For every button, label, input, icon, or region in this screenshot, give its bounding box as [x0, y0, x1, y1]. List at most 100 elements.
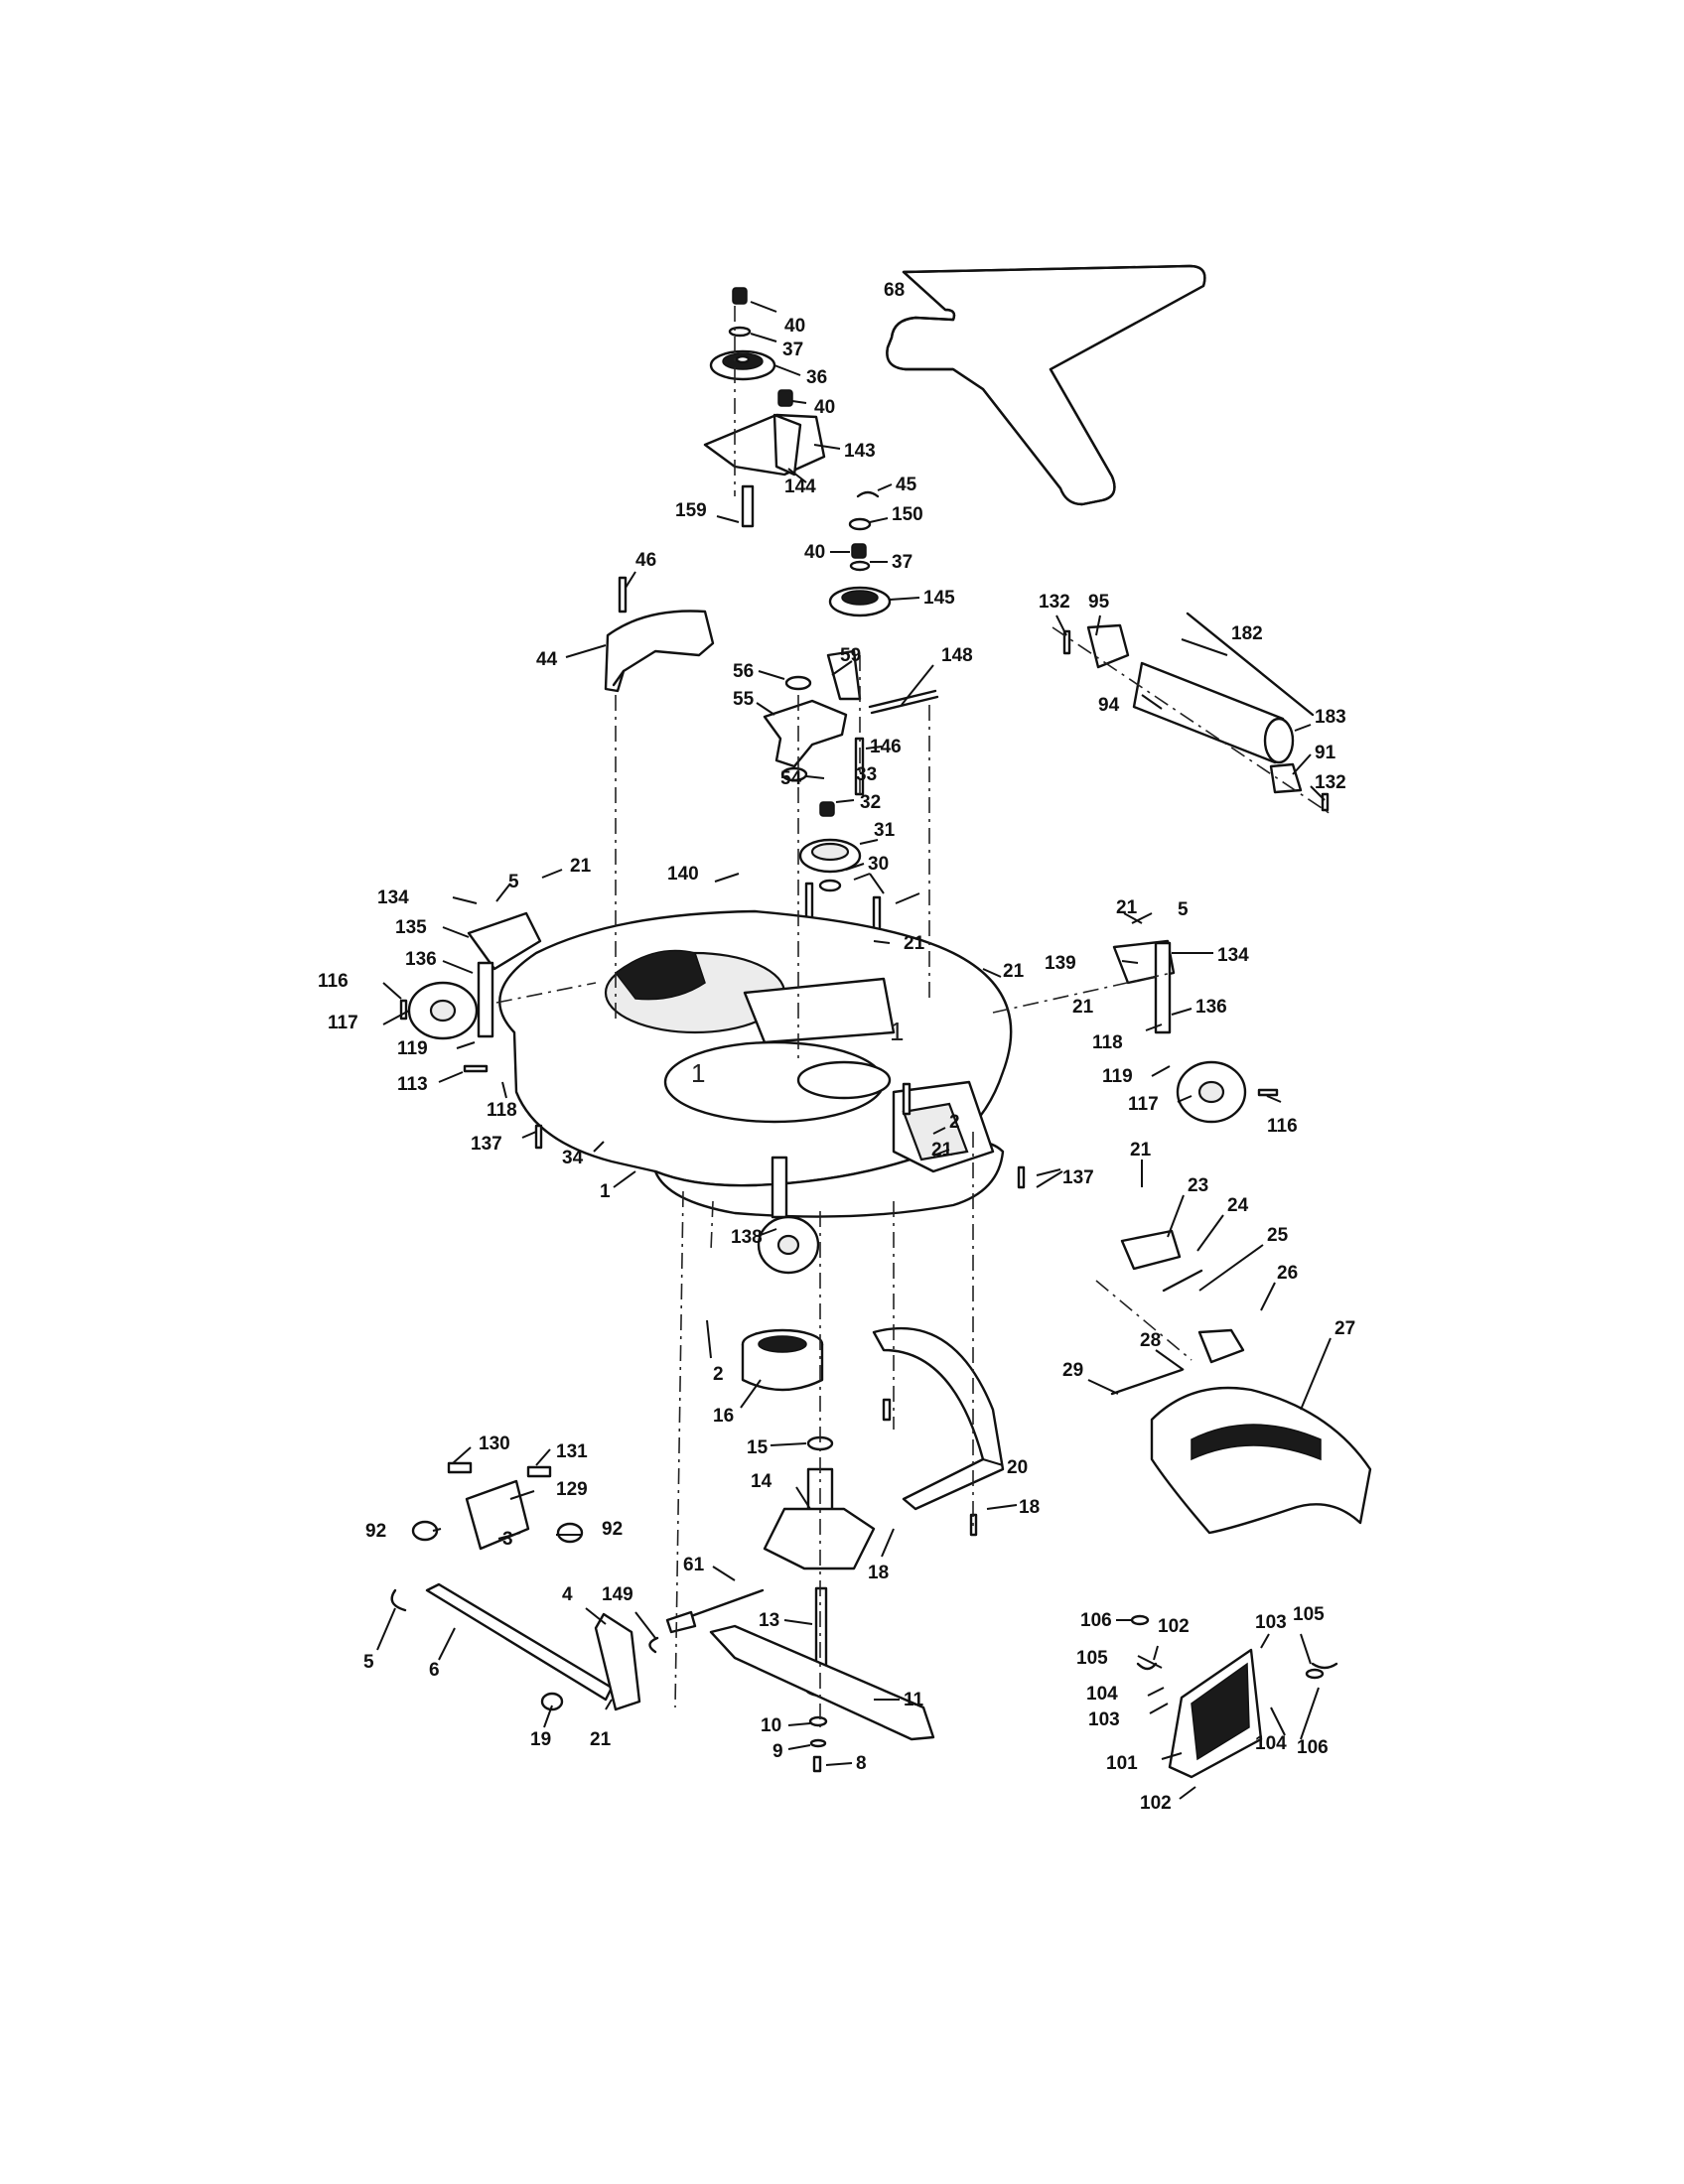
callout-183: 183 [1315, 707, 1346, 728]
deck-shell: 1 1 [498, 909, 1013, 1218]
callout-131: 131 [556, 1441, 588, 1462]
callout-106: 106 [1080, 1610, 1112, 1631]
callout-29: 29 [1062, 1360, 1083, 1381]
callout-118: 118 [1092, 1032, 1123, 1053]
cutting-blade [709, 1624, 935, 1773]
callout-105: 105 [1076, 1648, 1108, 1669]
callout-95: 95 [1088, 592, 1110, 613]
callout-34: 34 [562, 1148, 584, 1168]
callout-140: 140 [667, 864, 699, 885]
callout-150: 150 [892, 504, 923, 525]
callout-21: 21 [590, 1729, 612, 1750]
deck-mark-1: 1 [691, 1058, 705, 1088]
callout-92: 92 [602, 1519, 623, 1540]
callout-182: 182 [1231, 623, 1263, 644]
callout-55: 55 [733, 689, 755, 710]
callout-106: 106 [1297, 1737, 1329, 1758]
callout-16: 16 [713, 1406, 734, 1427]
callout-134: 134 [377, 887, 409, 908]
callout-21: 21 [931, 1140, 953, 1160]
front-gauge-wheel [757, 1156, 820, 1275]
deck-mark-1b: 1 [890, 1017, 904, 1046]
callout-10: 10 [761, 1715, 781, 1736]
callout-136: 136 [405, 949, 437, 970]
drive-belt [886, 264, 1206, 506]
callout-19: 19 [530, 1729, 551, 1750]
callout-139: 139 [1045, 953, 1076, 974]
callout-105: 105 [1293, 1604, 1325, 1625]
callout-135: 135 [395, 917, 427, 938]
callout-40: 40 [784, 316, 805, 337]
callout-44: 44 [536, 649, 558, 670]
callout-132: 132 [1315, 772, 1346, 793]
right-gauge-wheel [1017, 939, 1279, 1189]
callout-4: 4 [562, 1584, 573, 1605]
callout-21: 21 [904, 933, 925, 954]
callout-21: 21 [1130, 1140, 1152, 1160]
callout-15: 15 [747, 1437, 769, 1458]
callout-61: 61 [683, 1555, 705, 1575]
mulching-plate [1130, 1614, 1338, 1779]
callout-136: 136 [1195, 997, 1227, 1018]
callout-146: 146 [870, 737, 902, 757]
callout-labels: 68 40 37 36 40 143 144 159 45 150 40 37 … [318, 280, 1355, 1814]
callout-1: 1 [600, 1181, 611, 1202]
discharge-chute [1110, 1229, 1372, 1535]
callout-46: 46 [635, 550, 656, 571]
callout-117: 117 [328, 1013, 358, 1033]
callout-25: 25 [1267, 1225, 1289, 1246]
callout-2: 2 [949, 1112, 960, 1133]
callout-21: 21 [1072, 997, 1094, 1018]
callout-18: 18 [1019, 1497, 1040, 1518]
callout-130: 130 [479, 1433, 510, 1454]
callout-30: 30 [868, 854, 889, 875]
callout-91: 91 [1315, 743, 1336, 763]
callout-54: 54 [780, 768, 802, 789]
belt-guard [604, 576, 715, 693]
callout-113: 113 [397, 1074, 428, 1095]
callout-119: 119 [1102, 1066, 1133, 1087]
assembly-lines [495, 306, 1332, 1727]
callout-103: 103 [1088, 1709, 1120, 1730]
callout-102: 102 [1158, 1616, 1190, 1637]
callout-59: 59 [840, 645, 861, 666]
callout-101: 101 [1106, 1753, 1138, 1774]
mandrel-pulley [798, 801, 882, 943]
callout-9: 9 [772, 1741, 783, 1762]
callout-117: 117 [1128, 1094, 1159, 1115]
callout-6: 6 [429, 1660, 440, 1681]
callout-18: 18 [868, 1563, 889, 1583]
callout-137: 137 [471, 1134, 502, 1155]
callout-119: 119 [397, 1038, 428, 1059]
anti-scalp-roller [1062, 612, 1330, 812]
callout-137: 137 [1062, 1167, 1094, 1188]
callout-21: 21 [1003, 961, 1025, 982]
callout-149: 149 [602, 1584, 633, 1605]
center-idler-pulley [828, 490, 892, 617]
callout-104: 104 [1086, 1684, 1118, 1705]
callout-40: 40 [804, 542, 825, 563]
callout-26: 26 [1277, 1263, 1298, 1284]
callout-145: 145 [923, 588, 955, 609]
callout-56: 56 [733, 661, 754, 682]
callout-143: 143 [844, 441, 876, 462]
callout-5: 5 [363, 1652, 374, 1673]
lift-link-assembly [390, 1461, 765, 1711]
callout-129: 129 [556, 1479, 588, 1500]
callout-138: 138 [731, 1227, 763, 1248]
callout-92: 92 [365, 1521, 386, 1542]
callout-68: 68 [884, 280, 905, 301]
callout-116: 116 [318, 971, 349, 992]
callout-8: 8 [856, 1753, 867, 1774]
callout-45: 45 [896, 475, 917, 495]
callout-144: 144 [784, 477, 816, 497]
callout-132: 132 [1039, 592, 1070, 613]
callout-31: 31 [874, 820, 896, 841]
callout-36: 36 [806, 367, 827, 388]
callout-37: 37 [892, 552, 912, 573]
callout-102: 102 [1140, 1793, 1172, 1814]
callout-33: 33 [856, 764, 877, 785]
leader-lines [376, 301, 1332, 1800]
callout-23: 23 [1188, 1175, 1208, 1196]
callout-21: 21 [570, 856, 592, 877]
